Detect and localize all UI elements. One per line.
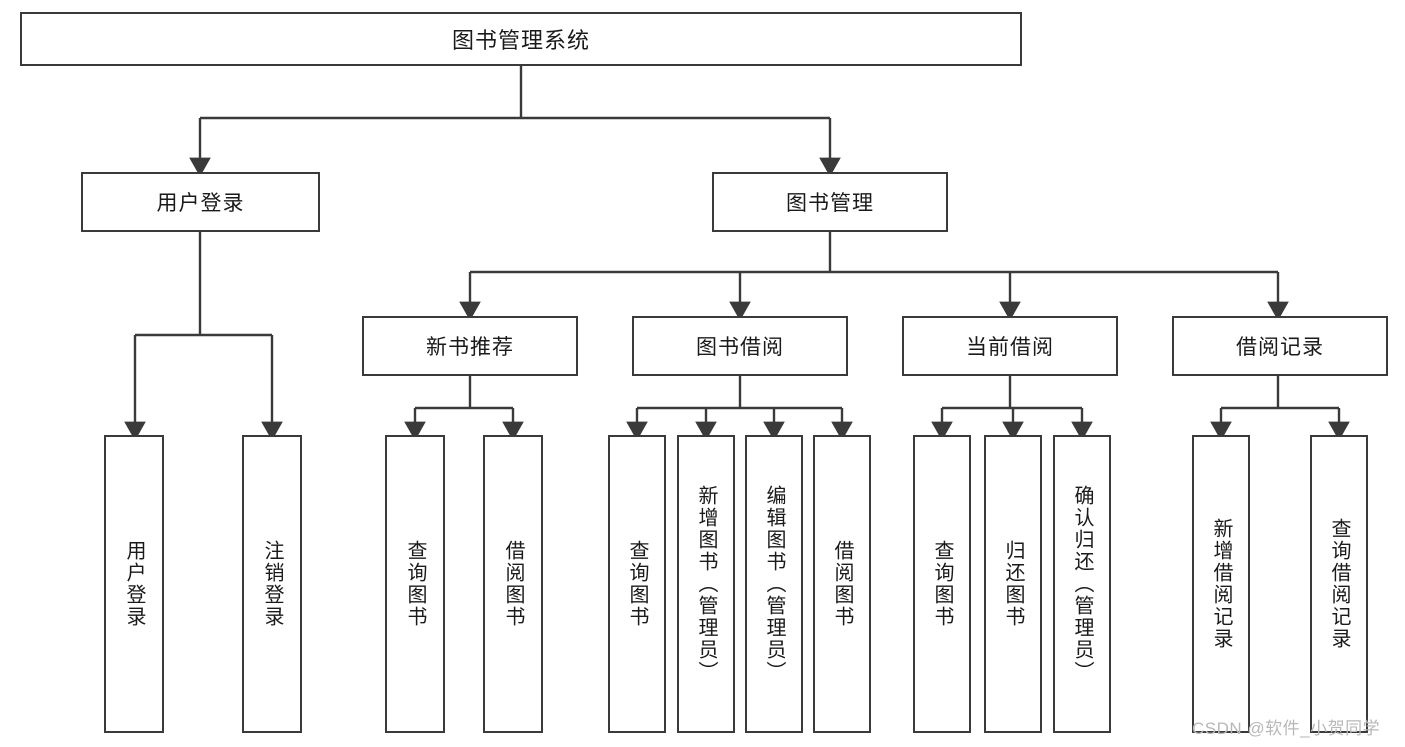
node-user-login[interactable]: 用户登录 [81,172,320,232]
node-new-book-recommend[interactable]: 新书推荐 [362,316,578,376]
leaf-query-books-borrow[interactable]: 查询图书 [608,435,666,733]
node-borrow-records[interactable]: 借阅记录 [1172,316,1388,376]
node-book-management-system[interactable]: 图书管理系统 [20,12,1022,66]
leaf-logout-login[interactable]: 注销登录 [242,435,302,733]
leaf-user-login[interactable]: 用户登录 [104,435,164,733]
leaf-add-borrow-record[interactable]: 新增借阅记录 [1192,435,1250,733]
leaf-confirm-return-admin[interactable]: 确认归还（管理员） [1053,435,1111,733]
leaf-query-borrow-record[interactable]: 查询借阅记录 [1310,435,1368,733]
node-current-borrow[interactable]: 当前借阅 [902,316,1118,376]
leaf-query-books-current[interactable]: 查询图书 [913,435,971,733]
leaf-borrow-book[interactable]: 借阅图书 [813,435,871,733]
csdn-watermark: CSDN @软件_小贺同学 [1192,719,1381,738]
leaf-query-books-recommend[interactable]: 查询图书 [385,435,445,733]
leaf-add-book-admin[interactable]: 新增图书（管理员） [677,435,735,733]
node-book-borrow[interactable]: 图书借阅 [632,316,848,376]
leaf-return-book[interactable]: 归还图书 [984,435,1042,733]
node-book-management[interactable]: 图书管理 [712,172,948,232]
leaf-borrow-books-recommend[interactable]: 借阅图书 [483,435,543,733]
leaf-edit-book-admin[interactable]: 编辑图书（管理员） [745,435,803,733]
